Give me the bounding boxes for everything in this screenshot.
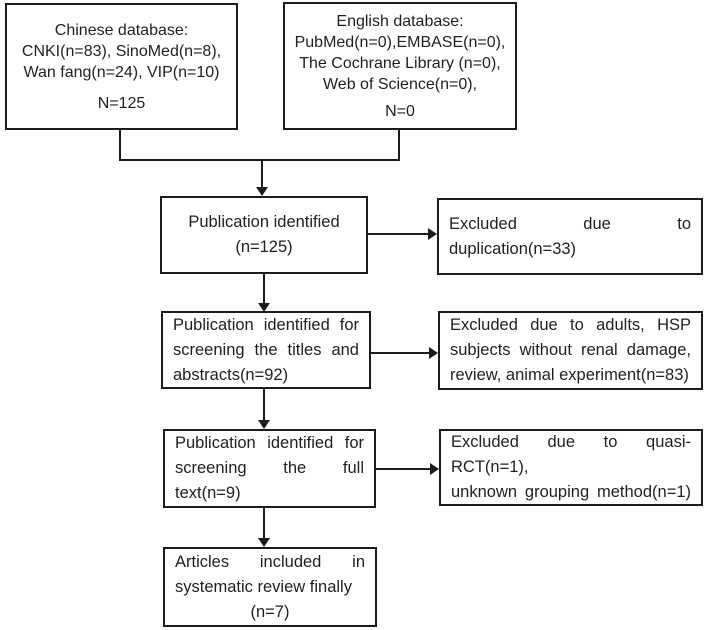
chinese-database-total: N=125 xyxy=(97,94,146,112)
screening-fulltext-text: Publication identified for screening the … xyxy=(175,431,364,506)
chinese-database-text: Chinese database: CNKI(n=83), SinoMed(n=8… xyxy=(7,20,236,83)
arrow-merge-to-identified-shaft xyxy=(261,159,263,189)
text-line: Chinese database: xyxy=(54,21,189,39)
box-screening-titles: Publication identified for screening the … xyxy=(161,311,371,389)
text-line: Publication identified for xyxy=(175,434,364,452)
arrow-fulltext-to-included-head xyxy=(258,538,270,547)
arrow-screening-to-fulltext-head xyxy=(258,420,270,429)
english-database-text: English database: PubMed(n=0),EMBASE(n=0)… xyxy=(285,11,515,95)
connector-right-vertical xyxy=(398,130,400,161)
text-line: (n=125) xyxy=(235,238,293,256)
text-line: The Cochrane Library (n=0), xyxy=(299,54,501,72)
connector-left-vertical xyxy=(119,130,121,161)
arrow-identified-to-screening-shaft xyxy=(263,274,265,305)
text-line: CNKI(n=83), SinoMed(n=8), xyxy=(21,42,222,60)
box-excluded-duplication: Excluded due to duplication(n=33) xyxy=(437,198,703,275)
screening-titles-text: Publication identified for screening the … xyxy=(173,313,359,388)
text-line: Articles included in xyxy=(175,552,365,571)
box-included-final: Articles included in systematic review fi… xyxy=(163,547,377,627)
text-line: Excluded due to duplication(n=33) xyxy=(449,214,691,258)
box-english-database: English database: PubMed(n=0),EMBASE(n=0)… xyxy=(283,2,517,130)
arrow-to-excluded-adults-shaft xyxy=(371,352,431,354)
text-line: PubMed(n=0),EMBASE(n=0), xyxy=(294,33,506,51)
arrow-merge-to-identified-head xyxy=(256,187,268,196)
arrow-to-excluded-quasi-head xyxy=(430,463,439,475)
excluded-duplication-text: Excluded due to duplication(n=33) xyxy=(449,212,691,262)
text-line: English database: xyxy=(336,12,464,30)
text-line: subjects without renal damage, xyxy=(450,341,691,359)
box-excluded-adults: Excluded due to adults, HSP subjects with… xyxy=(438,311,703,390)
text-line: Publication identified for xyxy=(173,315,359,334)
box-chinese-database: Chinese database: CNKI(n=83), SinoMed(n=8… xyxy=(5,3,238,130)
text-line: Web of Science(n=0), xyxy=(322,75,477,93)
arrow-screening-to-fulltext-shaft xyxy=(263,389,265,421)
arrow-identified-to-screening-head xyxy=(258,303,270,312)
text-line: Excluded due to adults, HSP xyxy=(450,316,691,334)
excluded-adults-text: Excluded due to adults, HSP subjects with… xyxy=(450,313,691,388)
text-line: Excluded due to quasi-RCT(n=1), xyxy=(451,433,691,476)
text-line: abstracts(n=92) xyxy=(173,365,289,384)
text-line: review, animal experiment(n=83) xyxy=(450,366,689,384)
excluded-quasi-rct-text: Excluded due to quasi-RCT(n=1), unknown g… xyxy=(451,430,691,505)
text-line: Publication identified xyxy=(188,213,340,231)
english-database-total: N=0 xyxy=(385,102,415,120)
arrow-to-excluded-duplication-shaft xyxy=(368,233,430,235)
text-line: (n=7) xyxy=(250,602,290,621)
text-line: screening the full text(n=9) xyxy=(175,459,364,502)
text-line: Wan fang(n=24), VIP(n=10) xyxy=(23,63,220,81)
arrow-fulltext-to-included-shaft xyxy=(263,508,265,539)
arrow-to-excluded-quasi-shaft xyxy=(376,468,432,470)
box-publication-identified: Publication identified (n=125) xyxy=(160,196,368,274)
text-line: screening the titles and xyxy=(173,340,359,359)
text-line: systematic review finally xyxy=(175,577,352,596)
box-screening-fulltext: Publication identified for screening the … xyxy=(163,429,376,508)
arrow-to-excluded-adults-head xyxy=(429,347,438,359)
included-final-text: Articles included in systematic review fi… xyxy=(175,550,365,625)
arrow-to-excluded-duplication-head xyxy=(428,228,437,240)
text-line: unknown grouping method(n=1) xyxy=(451,483,691,501)
connector-merge-horizontal xyxy=(119,159,400,161)
box-excluded-quasi-rct: Excluded due to quasi-RCT(n=1), unknown g… xyxy=(439,429,703,506)
publication-identified-text: Publication identified (n=125) xyxy=(172,210,356,260)
